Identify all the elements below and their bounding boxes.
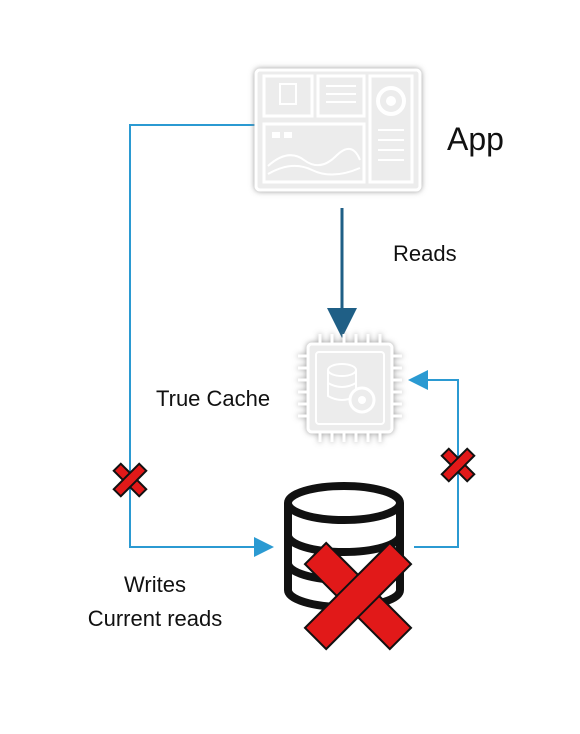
red-x-icon-write-path: [112, 462, 148, 498]
app-label: App: [447, 121, 504, 157]
red-x-icon-large: [303, 541, 413, 651]
current-reads-label: Current reads: [87, 606, 223, 631]
writes-label: Writes: [124, 572, 186, 597]
true-cache-label: True Cache: [156, 386, 271, 411]
red-x-icon-replication-path: [440, 447, 476, 483]
primary-db-label: Writes Current reads: [60, 568, 250, 636]
cache-chip-icon: [298, 334, 402, 442]
app-to-primary-write-line: [129, 124, 274, 557]
reads-label: Reads: [393, 241, 457, 266]
dashboard-window-icon: [254, 68, 422, 192]
